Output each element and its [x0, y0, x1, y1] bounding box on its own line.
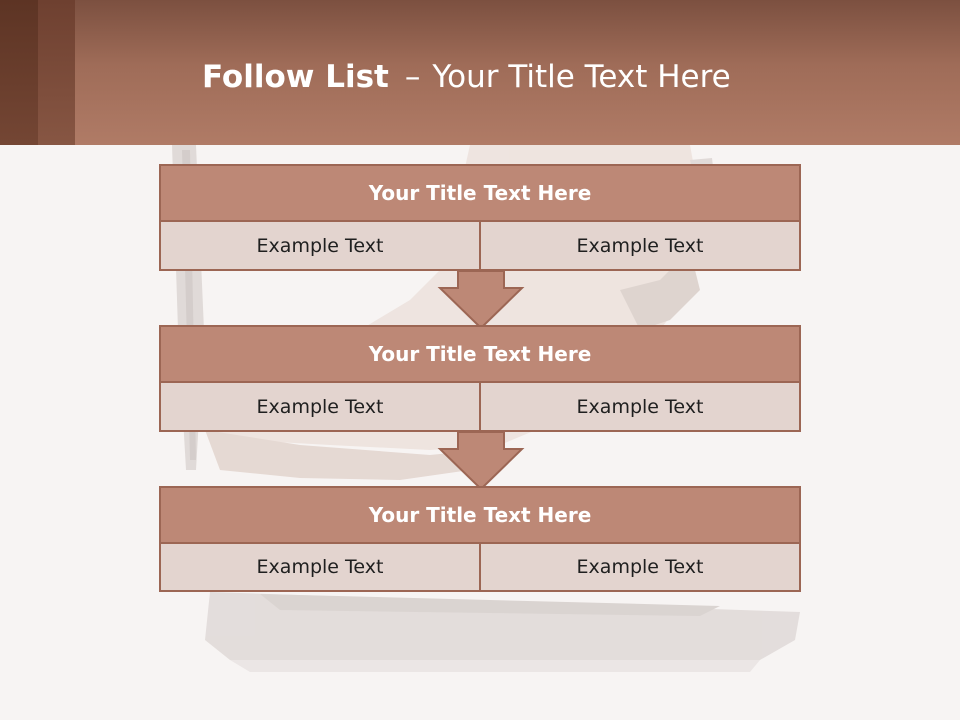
- flow-block-3-left-cell: Example Text: [159, 542, 481, 592]
- flow-block-1-left-cell: Example Text: [159, 220, 481, 271]
- down-arrow-1: [437, 270, 525, 330]
- slide-title-bold: Follow List: [202, 59, 389, 95]
- flow-block-1-title: Your Title Text Here: [159, 164, 801, 222]
- slide-title-rest: Your Title Text Here: [432, 59, 731, 95]
- flow-block-2-title: Your Title Text Here: [159, 325, 801, 383]
- slide-title: Follow List–Your Title Text Here: [202, 56, 731, 98]
- flow-block-3: Your Title Text Here Example Text Exampl…: [159, 486, 801, 592]
- flow-block-2-left-cell: Example Text: [159, 381, 481, 432]
- flow-block-3-title: Your Title Text Here: [159, 486, 801, 544]
- header-accent-band-dark: [0, 0, 38, 145]
- header-accent-band-mid: [38, 0, 75, 145]
- flow-block-1: Your Title Text Here Example Text Exampl…: [159, 164, 801, 272]
- flow-block-1-right-cell: Example Text: [479, 220, 801, 271]
- slide-header: Follow List–Your Title Text Here: [0, 0, 960, 145]
- flow-block-2-right-cell: Example Text: [479, 381, 801, 432]
- down-arrow-2: [437, 431, 525, 491]
- flow-block-3-right-cell: Example Text: [479, 542, 801, 592]
- flow-block-2: Your Title Text Here Example Text Exampl…: [159, 325, 801, 433]
- slide-title-separator: –: [404, 59, 421, 95]
